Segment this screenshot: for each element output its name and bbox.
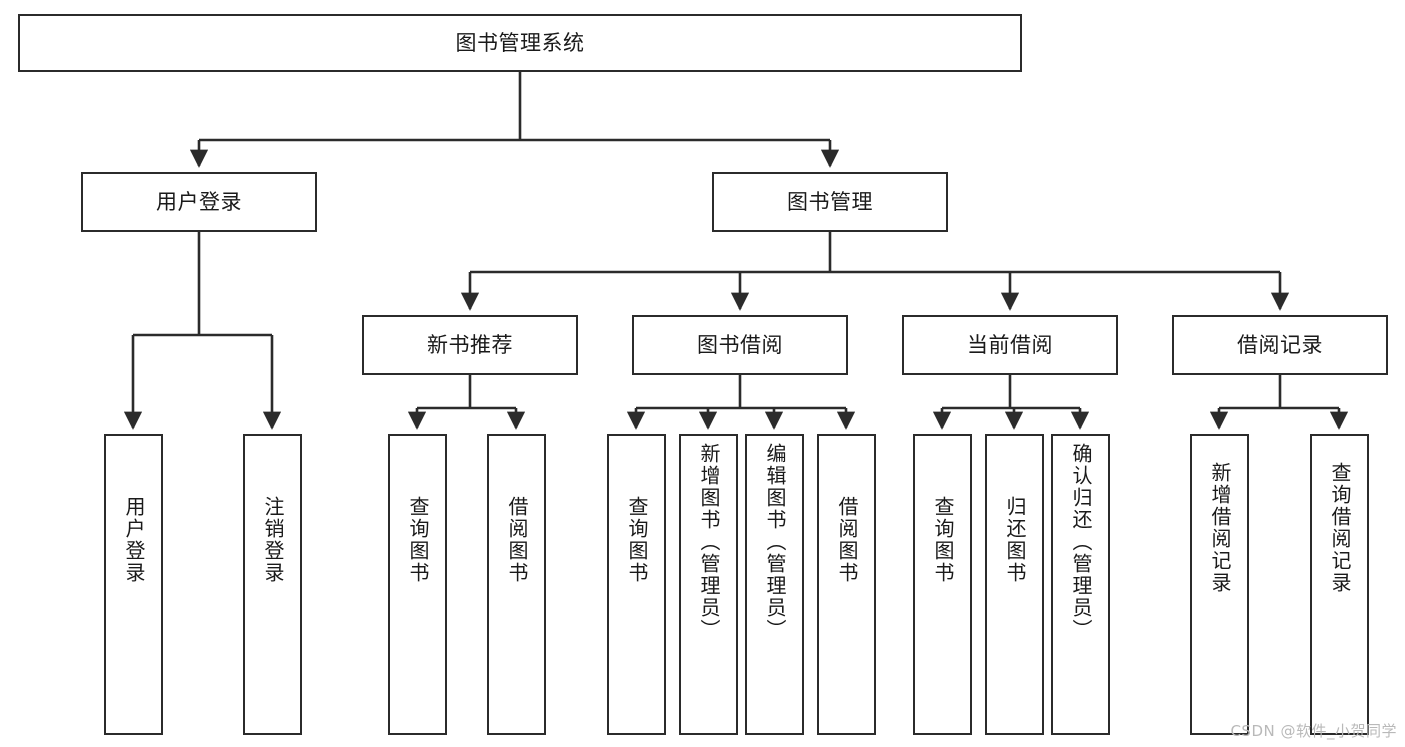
node-leaf-user-login-label: 用户登录 — [122, 496, 146, 584]
node-user-login-label: 用户登录 — [156, 189, 242, 214]
node-leaf-query-book-3[interactable]: 查询图书 — [913, 434, 972, 735]
node-leaf-add-record[interactable]: 新增借阅记录 — [1190, 434, 1249, 735]
node-current-borrow-label: 当前借阅 — [967, 332, 1053, 357]
node-borrow-record-label: 借阅记录 — [1237, 332, 1323, 357]
node-new-book-rec[interactable]: 新书推荐 — [362, 315, 578, 375]
node-leaf-return-book-label: 归还图书 — [1003, 496, 1027, 584]
node-leaf-query-record[interactable]: 查询借阅记录 — [1310, 434, 1369, 735]
node-leaf-user-login[interactable]: 用户登录 — [104, 434, 163, 735]
node-leaf-confirm-return[interactable]: 确认归还（管理员） — [1051, 434, 1110, 735]
watermark-text: CSDN @软件_小贺同学 — [1230, 722, 1397, 740]
node-book-manage[interactable]: 图书管理 — [712, 172, 948, 232]
node-leaf-borrow-book-1-label: 借阅图书 — [505, 496, 529, 584]
node-book-manage-label: 图书管理 — [787, 189, 873, 214]
node-leaf-edit-book-label: 编辑图书（管理员） — [763, 443, 787, 641]
node-current-borrow[interactable]: 当前借阅 — [902, 315, 1118, 375]
node-leaf-borrow-book-1[interactable]: 借阅图书 — [487, 434, 546, 735]
node-leaf-edit-book[interactable]: 编辑图书（管理员） — [745, 434, 804, 735]
node-leaf-add-record-label: 新增借阅记录 — [1208, 462, 1232, 594]
node-leaf-borrow-book-2-label: 借阅图书 — [835, 496, 859, 584]
node-leaf-query-record-label: 查询借阅记录 — [1328, 462, 1352, 594]
node-leaf-logout-label: 注销登录 — [261, 496, 285, 584]
node-leaf-add-book[interactable]: 新增图书（管理员） — [679, 434, 738, 735]
node-leaf-query-book-3-label: 查询图书 — [931, 496, 955, 584]
node-leaf-borrow-book-2[interactable]: 借阅图书 — [817, 434, 876, 735]
node-root[interactable]: 图书管理系统 — [18, 14, 1022, 72]
node-book-borrow[interactable]: 图书借阅 — [632, 315, 848, 375]
node-leaf-query-book-1[interactable]: 查询图书 — [388, 434, 447, 735]
node-leaf-query-book-2[interactable]: 查询图书 — [607, 434, 666, 735]
node-leaf-logout[interactable]: 注销登录 — [243, 434, 302, 735]
node-leaf-query-book-1-label: 查询图书 — [406, 496, 430, 584]
node-leaf-confirm-return-label: 确认归还（管理员） — [1069, 443, 1093, 641]
node-leaf-query-book-2-label: 查询图书 — [625, 496, 649, 584]
node-new-book-rec-label: 新书推荐 — [427, 332, 513, 357]
node-user-login[interactable]: 用户登录 — [81, 172, 317, 232]
node-borrow-record[interactable]: 借阅记录 — [1172, 315, 1388, 375]
node-root-label: 图书管理系统 — [455, 30, 585, 55]
node-leaf-add-book-label: 新增图书（管理员） — [697, 443, 721, 641]
node-book-borrow-label: 图书借阅 — [697, 332, 783, 357]
node-leaf-return-book[interactable]: 归还图书 — [985, 434, 1044, 735]
